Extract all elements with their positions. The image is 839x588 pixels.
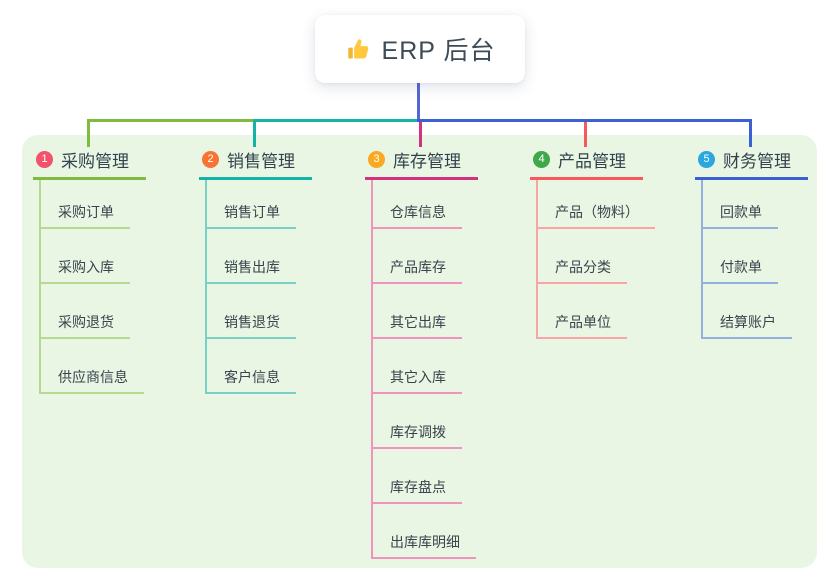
child-node[interactable]: 采购退货 [41, 284, 130, 339]
child-label: 采购退货 [58, 314, 114, 330]
branch-badge-5: 5 [698, 150, 715, 168]
child-label: 产品分类 [555, 259, 611, 275]
child-label: 付款单 [720, 259, 762, 275]
child-node[interactable]: 采购入库 [41, 229, 130, 284]
child-label: 产品单位 [555, 314, 611, 330]
branch-column-1: 1 采购管理采购订单采购入库采购退货供应商信息 [33, 147, 146, 394]
child-label: 库存调拨 [390, 424, 446, 440]
child-label: 供应商信息 [58, 369, 128, 385]
child-node[interactable]: 销售出库 [207, 229, 296, 284]
branch-label: 库存管理 [393, 151, 461, 171]
branch-badge-3: 3 [368, 150, 385, 168]
child-node[interactable]: 供应商信息 [41, 339, 144, 394]
child-node[interactable]: 出库库明细 [373, 504, 476, 559]
child-node[interactable]: 产品分类 [538, 229, 627, 284]
branch-heading-4[interactable]: 4 产品管理 [530, 147, 643, 180]
child-node[interactable]: 库存盘点 [373, 449, 462, 504]
child-label: 结算账户 [720, 314, 776, 330]
branch-column-4: 4 产品管理产品（物料） 产品分类产品单位 [530, 147, 655, 339]
child-label: 仓库信息 [390, 204, 446, 220]
branch-children-1: 采购订单采购入库采购退货供应商信息 [39, 180, 146, 394]
branch-heading-5[interactable]: 5 财务管理 [695, 147, 808, 180]
child-label: 采购入库 [58, 259, 114, 275]
branch-column-2: 2 销售管理销售订单销售出库销售退货客户信息 [199, 147, 312, 394]
drop-line-branch-1 [87, 119, 90, 147]
drop-line-branch-5 [749, 119, 752, 147]
branch-heading-1[interactable]: 1 采购管理 [33, 147, 146, 180]
child-node[interactable]: 结算账户 [703, 284, 792, 339]
thumbs-up-icon [345, 36, 372, 63]
branch-badge-4: 4 [533, 150, 550, 168]
root-label: ERP 后台 [381, 37, 496, 65]
mindmap-panel [22, 135, 817, 568]
child-label: 库存盘点 [390, 479, 446, 495]
child-node[interactable]: 回款单 [703, 180, 778, 229]
bus-line-branch-5 [417, 119, 752, 122]
root-node[interactable]: ERP 后台 [315, 15, 525, 83]
branch-children-2: 销售订单销售出库销售退货客户信息 [205, 180, 312, 394]
root-stem-line [417, 83, 420, 122]
branch-label: 产品管理 [558, 151, 626, 171]
child-label: 销售退货 [224, 314, 280, 330]
child-node[interactable]: 销售退货 [207, 284, 296, 339]
branch-children-3: 仓库信息产品库存其它出库其它入库库存调拨库存盘点出库库明细 [371, 180, 478, 559]
child-label: 产品（物料） [555, 204, 639, 220]
child-node[interactable]: 产品库存 [373, 229, 462, 284]
branch-children-5: 回款单付款单结算账户 [701, 180, 808, 339]
branch-badge-1: 1 [36, 150, 53, 168]
child-label: 产品库存 [390, 259, 446, 275]
drop-line-branch-2 [253, 119, 256, 147]
child-node[interactable]: 销售订单 [207, 180, 296, 229]
child-node[interactable]: 库存调拨 [373, 394, 462, 449]
child-label: 销售订单 [224, 204, 280, 220]
bus-line-branch-1 [87, 119, 256, 122]
bus-line-branch-2 [253, 119, 420, 122]
branch-column-5: 5 财务管理回款单付款单结算账户 [695, 147, 808, 339]
branch-badge-2: 2 [202, 150, 219, 168]
child-node[interactable]: 其它入库 [373, 339, 462, 394]
child-label: 出库库明细 [390, 534, 460, 550]
child-label: 采购订单 [58, 204, 114, 220]
branch-children-4: 产品（物料） 产品分类产品单位 [536, 180, 655, 339]
child-label: 其它入库 [390, 369, 446, 385]
branch-label: 销售管理 [227, 151, 295, 171]
branch-label: 采购管理 [61, 151, 129, 171]
child-label: 其它出库 [390, 314, 446, 330]
branch-heading-2[interactable]: 2 销售管理 [199, 147, 312, 180]
branch-label: 财务管理 [723, 151, 791, 171]
drop-line-branch-4 [584, 122, 587, 147]
child-node[interactable]: 产品（物料） [538, 180, 655, 229]
branch-heading-3[interactable]: 3 库存管理 [365, 147, 478, 180]
child-node[interactable]: 产品单位 [538, 284, 627, 339]
child-node[interactable]: 仓库信息 [373, 180, 462, 229]
drop-line-branch-3 [419, 122, 422, 147]
child-node[interactable]: 客户信息 [207, 339, 296, 394]
child-node[interactable]: 付款单 [703, 229, 778, 284]
child-label: 回款单 [720, 204, 762, 220]
child-node[interactable]: 其它出库 [373, 284, 462, 339]
branch-column-3: 3 库存管理仓库信息产品库存其它出库其它入库库存调拨库存盘点出库库明细 [365, 147, 478, 559]
child-label: 客户信息 [224, 369, 280, 385]
child-label: 销售出库 [224, 259, 280, 275]
child-node[interactable]: 采购订单 [41, 180, 130, 229]
